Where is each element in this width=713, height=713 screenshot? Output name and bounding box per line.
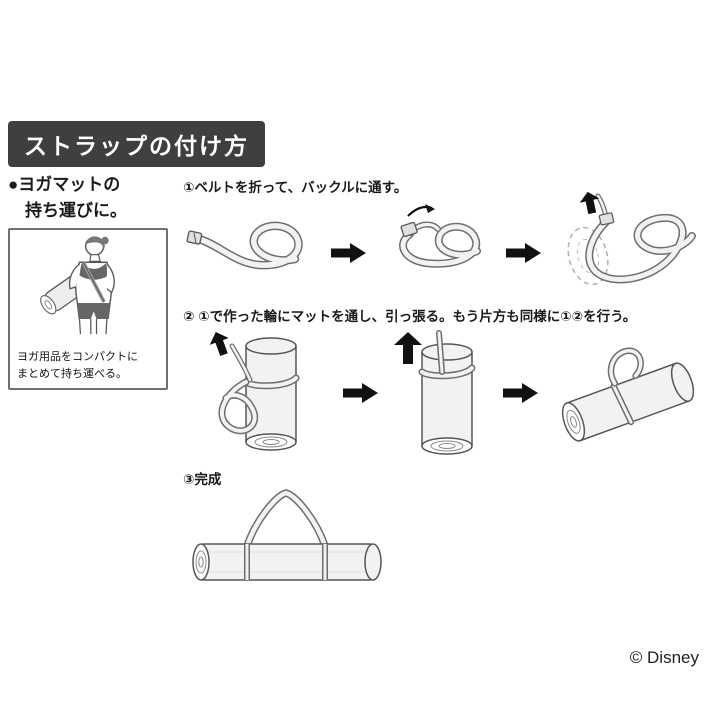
page-title: ストラップの付け方 xyxy=(8,121,265,167)
step2-figure-mat-through-loop xyxy=(209,332,300,451)
woman-carrying-mat-illustration xyxy=(40,236,115,335)
usage-caption-line1: ヨガ用品をコンパクトに xyxy=(17,351,138,363)
arrow-right-icon xyxy=(331,243,366,263)
step3-figure-finished-mat-with-strap xyxy=(192,489,382,581)
step2-figure-pull-strap xyxy=(394,330,476,455)
step2-figure-strap-attached xyxy=(561,347,695,442)
usage-heading-line2: 持ち運びに。 xyxy=(25,200,127,220)
arrow-up-icon xyxy=(394,332,422,364)
copyright-text: © Disney xyxy=(629,648,699,667)
usage-heading-line1: ●ヨガマットの xyxy=(8,175,121,194)
usage-caption-line2: まとめて持ち運べる。 xyxy=(17,367,127,380)
arrow-up-icon xyxy=(209,332,229,356)
arrow-up-icon xyxy=(579,192,600,215)
arrow-right-icon xyxy=(506,243,541,263)
carry-illustration-box: ヨガ用品をコンパクトに まとめて持ち運べる。 xyxy=(8,228,168,390)
usage-heading: ●ヨガマットの 持ち運びに。 xyxy=(8,172,127,223)
arrow-right-icon xyxy=(503,383,538,403)
step1-figure-strap-flat xyxy=(186,221,303,270)
step1-figure-loop-with-dashed-mat xyxy=(567,192,696,286)
step1-figure-strap-through-buckle xyxy=(399,204,481,268)
arrow-right-icon xyxy=(343,383,378,403)
step3-label: ③完成 xyxy=(183,472,222,487)
usage-caption: ヨガ用品をコンパクトに まとめて持ち運べる。 xyxy=(10,349,166,382)
step1-label: ①ベルトを折って、バックルに通す。 xyxy=(183,180,408,195)
step2-label: ② ①で作った輪にマットを通し、引っ張る。もう片方も同様に①②を行う。 xyxy=(183,309,637,324)
